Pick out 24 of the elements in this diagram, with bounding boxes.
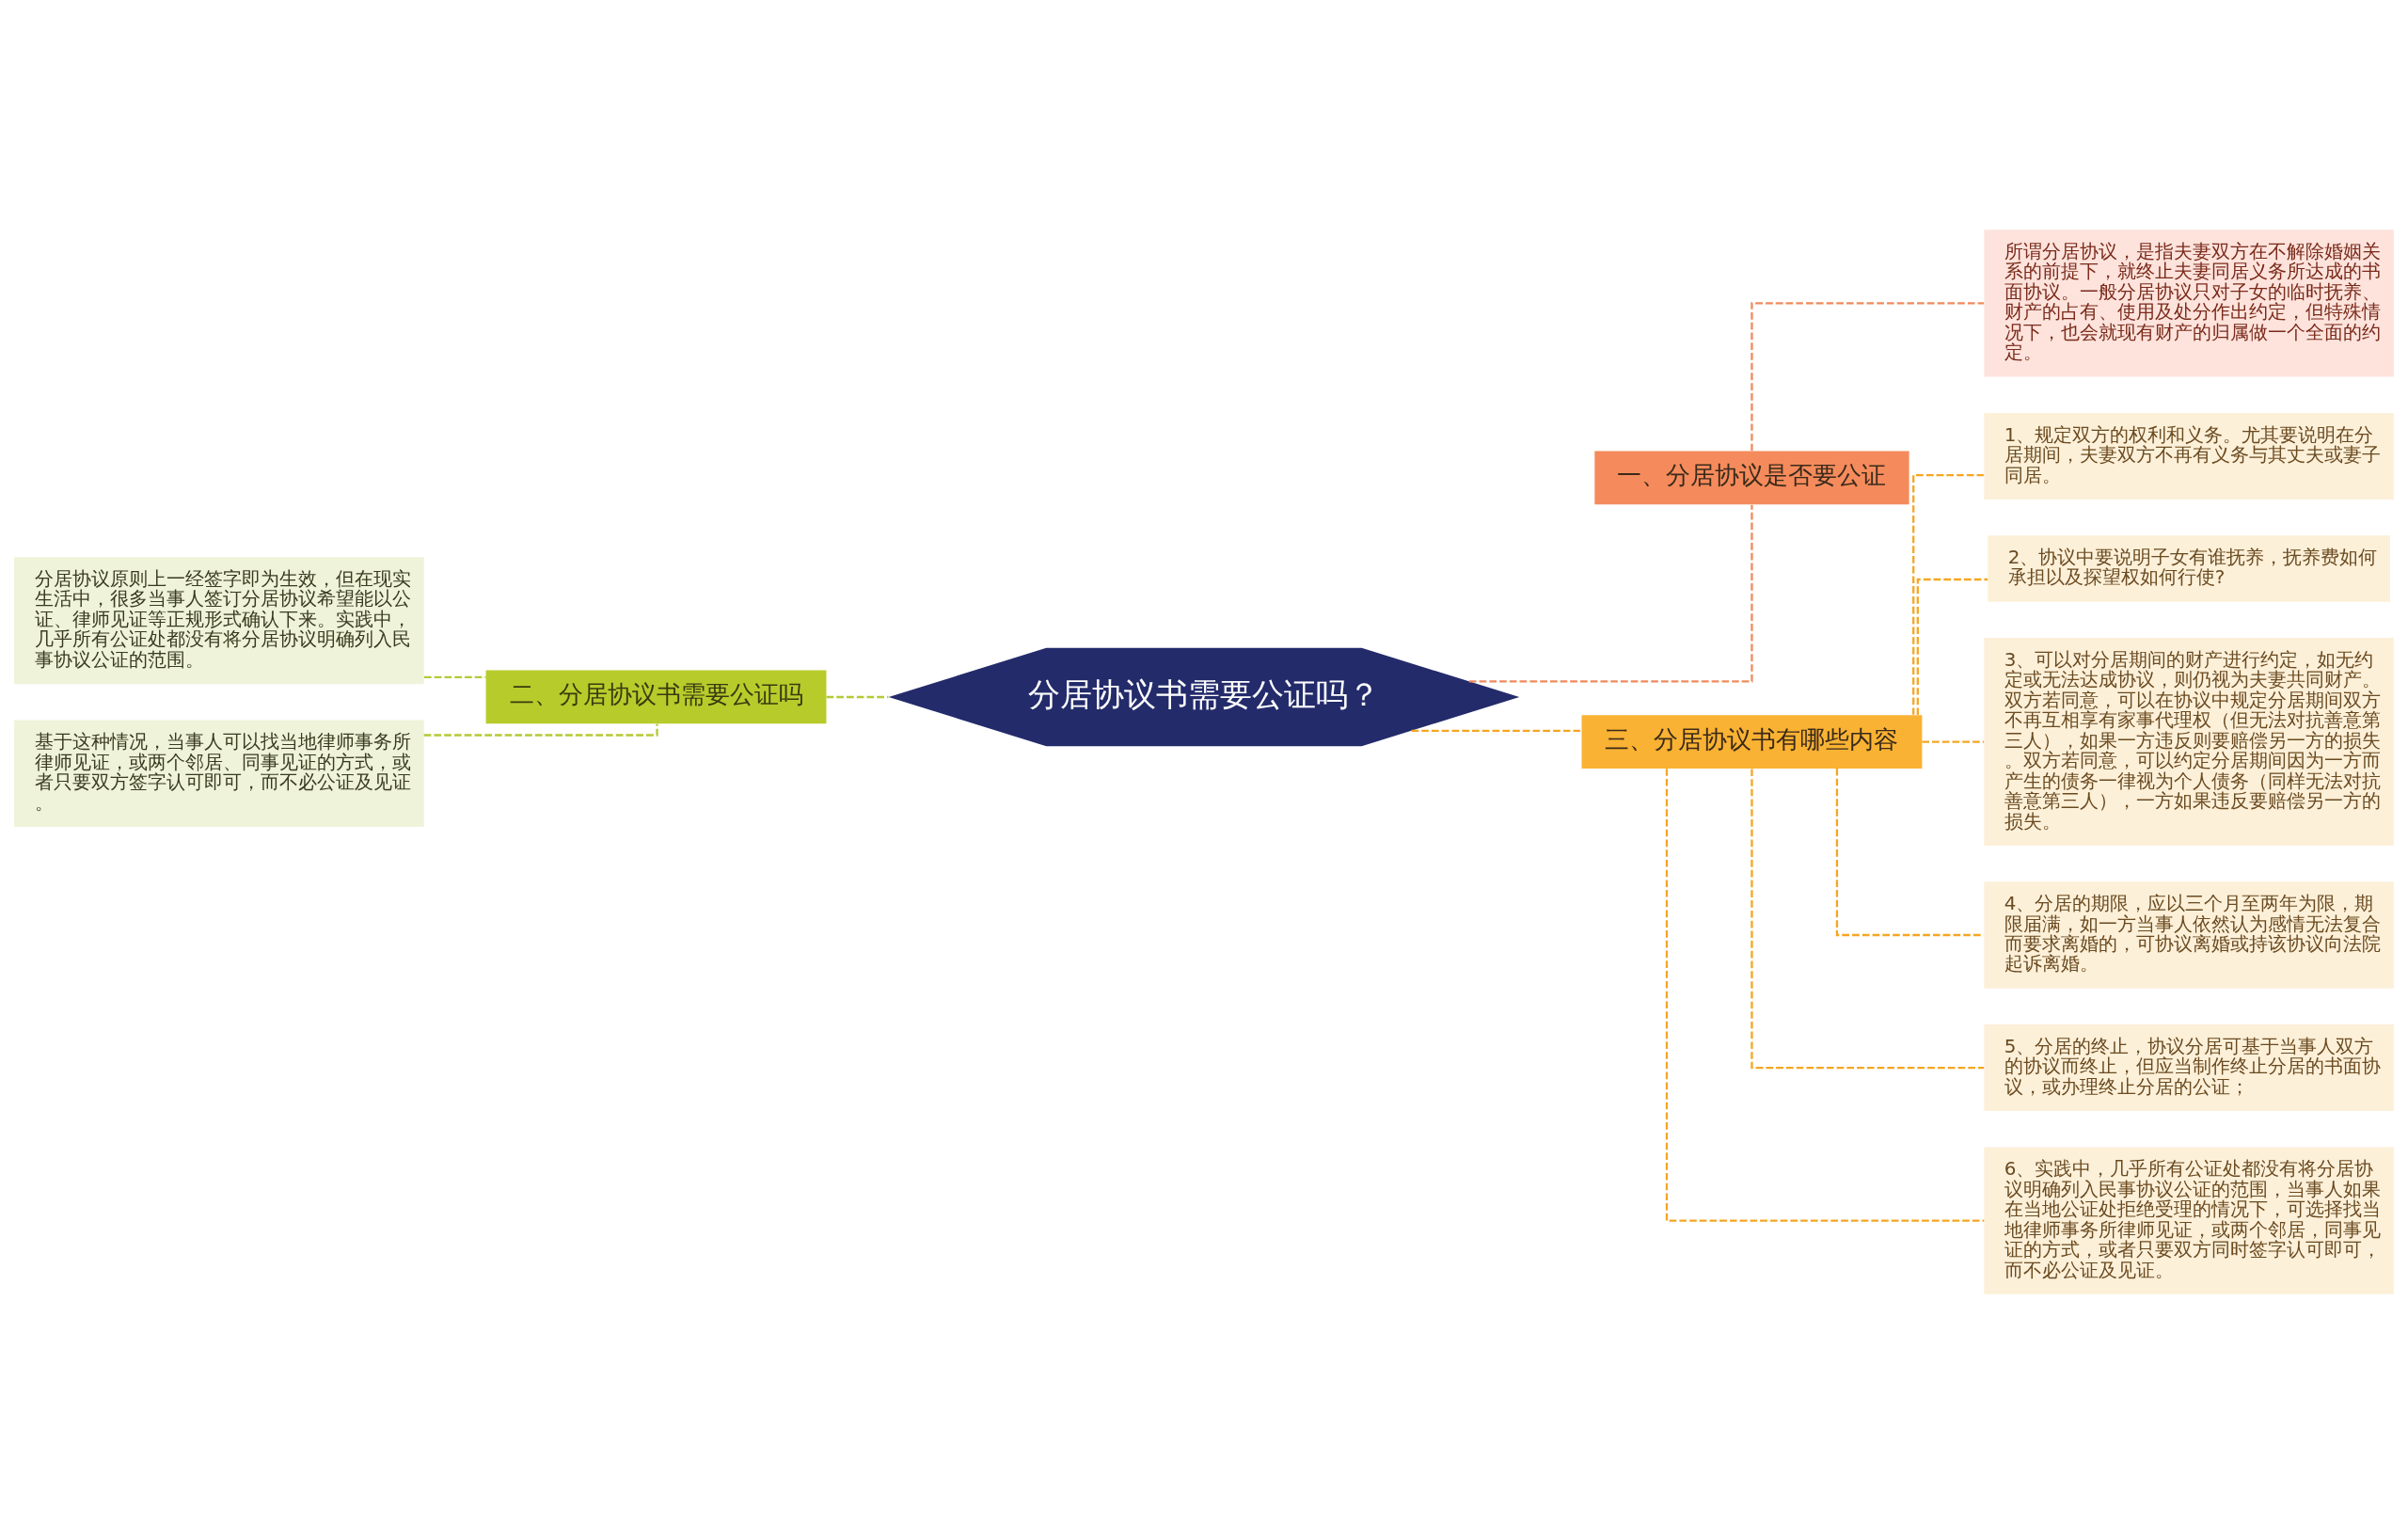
connector [1751, 301, 1985, 451]
node-box: 二、分居协议书需要公证吗 [485, 670, 827, 723]
connector [1916, 578, 1988, 715]
node-box: 分居协议原则上一经签字即为生效，但在现实生活中，很多当事人签订分居协议希望能以公证、律师见证等正规形式确认下来。实践中，几乎所有公证处都没有将分居协议明确列入民事协议公证的范围。 [14, 556, 424, 684]
connector [1751, 769, 1985, 1069]
connector [1468, 504, 1753, 682]
connector [1922, 739, 1985, 743]
node-box: 1、规定双方的权利和义务。尤其要说明在分居期间，夫妻双方不再有义务与其丈夫或妻子同居。 [1984, 412, 2394, 500]
connector [423, 723, 658, 737]
node-box: 6、实践中，几乎所有公证处都没有将分居协议明确列入民事协议公证的范围，当事人如果在当地公证处拒绝受理的情况下，可选择找当地律师事务所律师见证，或两个邻居，同事见证的方式，或者只要双方同时签字认可即可，而不必公证及见证。 [1984, 1146, 2394, 1294]
node-box: 基于这种情况，当事人可以找当地律师事务所律师见证，或两个邻居、同事见证的方式，或者只要双方签字认可即可，而不必公证及见证。 [14, 720, 424, 827]
node-box: 2、协议中要说明子女有谁抚养，抚养费如何承担以及探望权如何行使? [1988, 534, 2391, 602]
node-box: 所谓分居协议，是指夫妻双方在不解除婚姻关系的前提下，就终止夫妻同居义务所达成的书面协议。一般分居协议只对子女的临时抚养、财产的占有、使用及处分作出约定，但特殊情况下，也会就现有财产的归属做一个全面的约定。 [1984, 229, 2394, 377]
node-box: 一、分居协议是否要公证 [1594, 451, 1909, 504]
node-box: 3、可以对分居期间的财产进行约定，如无约定或无法达成协议，则仍视为夫妻共同财产。双方若同意，可以在协议中规定分居期间双方不再互相享有家事代理权（但无法对抗善意第三人），如果一方违反则要赔偿另一方的损失。双方若同意，可以约定分居期间因为一方而产生的债务一律视为个人债务（同样无法对抗善意第三人），一方如果违反要赔偿另一方的损失。 [1984, 637, 2394, 846]
connector [826, 695, 889, 698]
connector [1411, 729, 1582, 732]
connector [1835, 768, 1984, 936]
connector [423, 675, 486, 678]
connector [1665, 768, 1985, 1222]
connector [1912, 473, 1984, 715]
node-box: 5、分居的终止，协议分居可基于当事人双方的协议而终止，但应当制作终止分居的书面协议，或办理终止分居的公证； [1984, 1023, 2394, 1111]
node-box: 三、分居协议书有哪些内容 [1581, 714, 1923, 769]
node-box: 4、分居的期限，应以三个月至两年为限，期限届满，如一方当事人依然认为感情无法复合而要求离婚的，可协议离婚或持该协议向法院起诉离婚。 [1984, 880, 2394, 989]
